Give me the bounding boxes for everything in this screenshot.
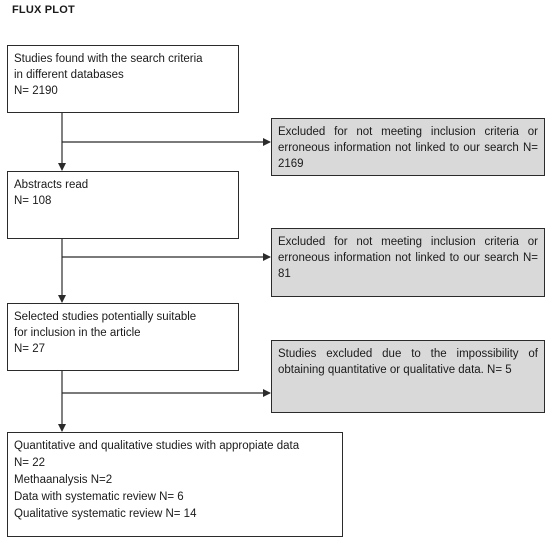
abstracts-read-box: Abstracts read N= 108 (7, 171, 239, 239)
studies-found-box: Studies found with the search criteria i… (7, 45, 239, 113)
selected-studies-box: Selected studies potentially suitable fo… (7, 303, 239, 371)
excluded-box-2: Excluded for not meeting inclusion crite… (271, 228, 545, 297)
excluded-box-3: Studies excluded due to the impossibilit… (271, 340, 545, 413)
final-studies-box: Quantitative and qualitative studies wit… (7, 432, 343, 537)
excluded-box-1: Excluded for not meeting inclusion crite… (271, 118, 545, 176)
diagram-title: FLUX PLOT (12, 4, 75, 16)
